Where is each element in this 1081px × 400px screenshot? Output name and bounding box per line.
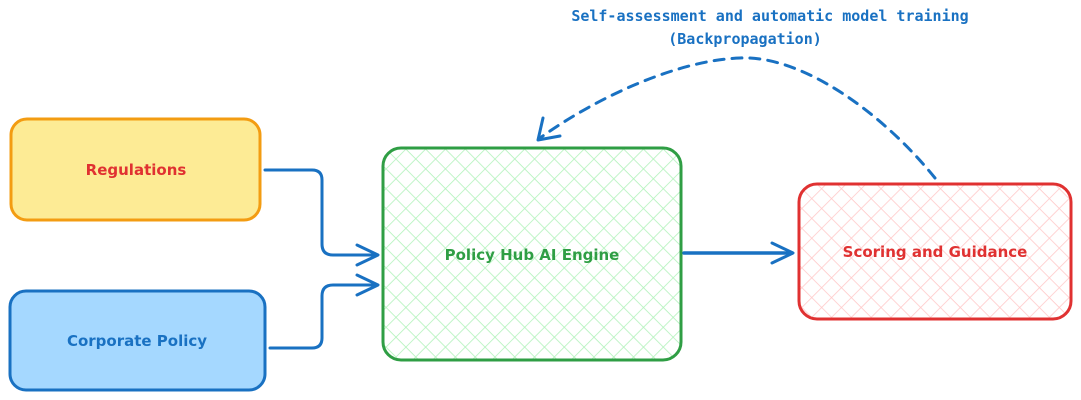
corporate-policy-label: Corporate Policy (67, 332, 207, 350)
regulations-label: Regulations (86, 161, 187, 179)
scoring-label: Scoring and Guidance (843, 243, 1028, 261)
feedback-caption-line2: (Backpropagation) (668, 30, 822, 48)
corporate-policy-box (8, 289, 267, 392)
corporate-policy-node: Corporate Policy (8, 289, 267, 392)
regulations-box (9, 117, 262, 222)
arrow-engine-to-scoring (682, 241, 795, 265)
scoring-node: Scoring and Guidance (797, 182, 1073, 321)
arrow-corporate-to-engine (268, 273, 380, 350)
regulations-node: Regulations (9, 117, 262, 222)
engine-node: Policy Hub AI Engine (381, 146, 683, 362)
feedback-caption-line1: Self-assessment and automatic model trai… (571, 7, 968, 25)
engine-box (381, 146, 683, 362)
feedback-arrow (536, 56, 937, 180)
engine-label: Policy Hub AI Engine (445, 246, 620, 264)
scoring-box (797, 182, 1073, 321)
arrow-regulations-to-engine (263, 168, 380, 267)
